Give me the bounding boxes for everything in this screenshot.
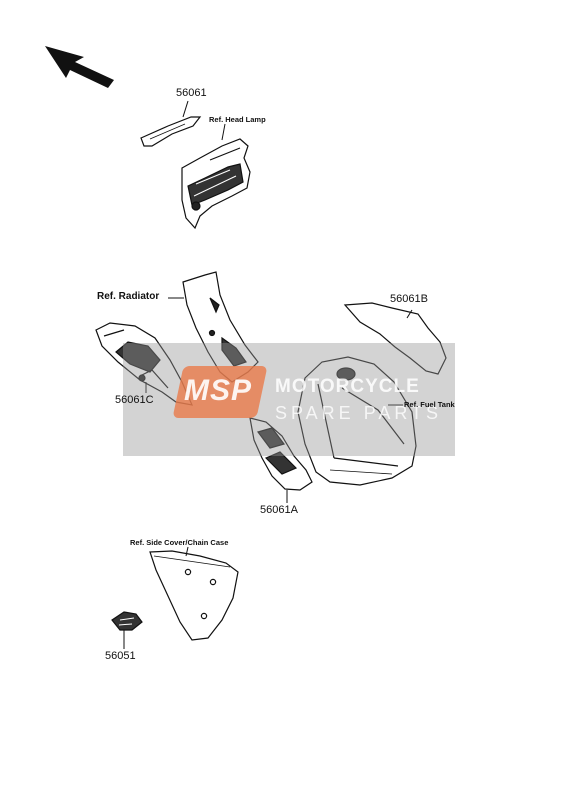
arrow-up-left-icon (45, 46, 114, 88)
watermark-line2: SPARE PARTS (275, 403, 443, 423)
part-56061C[interactable] (95, 322, 194, 406)
leader-56061B (406, 309, 413, 319)
part-56061B[interactable] (343, 302, 447, 375)
watermark-logo-text: MSP (184, 374, 253, 407)
label-56051: 56051 (105, 650, 136, 662)
part-radiator-shroud (182, 271, 259, 383)
part-side-cover (149, 550, 239, 641)
label-ref-radiator: Ref. Radiator (97, 291, 160, 302)
leader-56061 (182, 100, 189, 118)
leader-head-lamp (221, 123, 226, 141)
part-head-lamp-cover (181, 138, 251, 230)
label-56061C: 56061C (115, 394, 154, 406)
label-56061: 56061 (176, 87, 207, 99)
watermark-line1: MOTORCYCLE (275, 376, 420, 397)
label-ref-fuel-tank: Ref. Fuel Tank (404, 400, 455, 409)
part-56061A[interactable] (249, 417, 313, 491)
leader-side-cover (185, 546, 189, 557)
label-ref-head-lamp: Ref. Head Lamp (209, 115, 266, 124)
part-56051[interactable] (111, 611, 143, 631)
label-56061B: 56061B (390, 293, 428, 305)
part-fuel-tank (297, 356, 417, 486)
label-ref-side-cover: Ref. Side Cover/Chain Case (130, 538, 229, 547)
part-56061[interactable] (140, 116, 202, 147)
label-56061A: 56061A (260, 504, 298, 516)
